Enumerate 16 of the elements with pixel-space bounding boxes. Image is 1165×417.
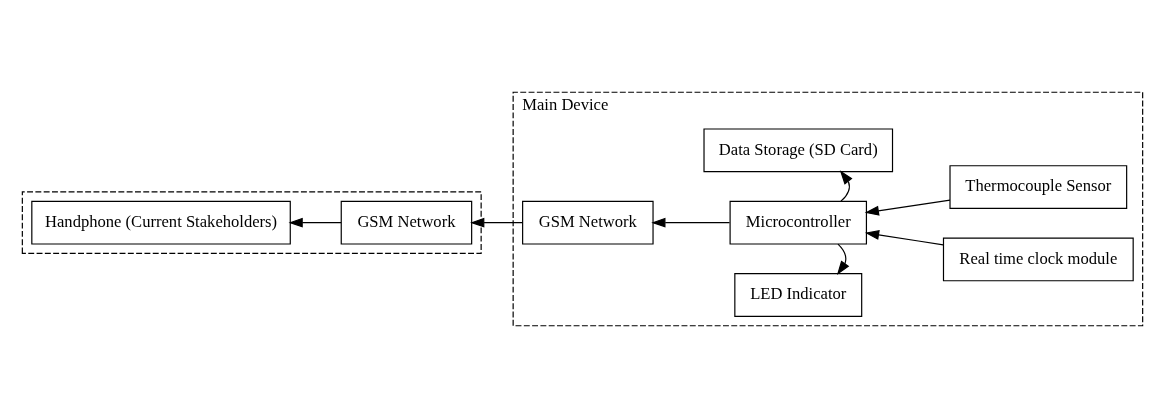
arrow — [839, 169, 853, 202]
node-box: Handphone (Current Stakeholders) — [31, 200, 291, 245]
arrow — [864, 199, 951, 216]
arrow — [288, 217, 342, 228]
node-box: GSM Network — [340, 200, 473, 245]
arrow — [651, 217, 731, 228]
node-box: GSM Network — [522, 200, 654, 245]
arrow — [470, 217, 524, 228]
node-box: Data Storage (SD Card) — [703, 127, 894, 172]
node-box: Real time clock module — [942, 236, 1134, 281]
node-box: Thermocouple Sensor — [949, 164, 1128, 209]
cluster — [21, 190, 482, 254]
node-box: LED Indicator — [734, 272, 863, 317]
arrow — [864, 229, 944, 245]
node-box: Microcontroller — [729, 200, 868, 245]
arrow — [836, 243, 850, 275]
